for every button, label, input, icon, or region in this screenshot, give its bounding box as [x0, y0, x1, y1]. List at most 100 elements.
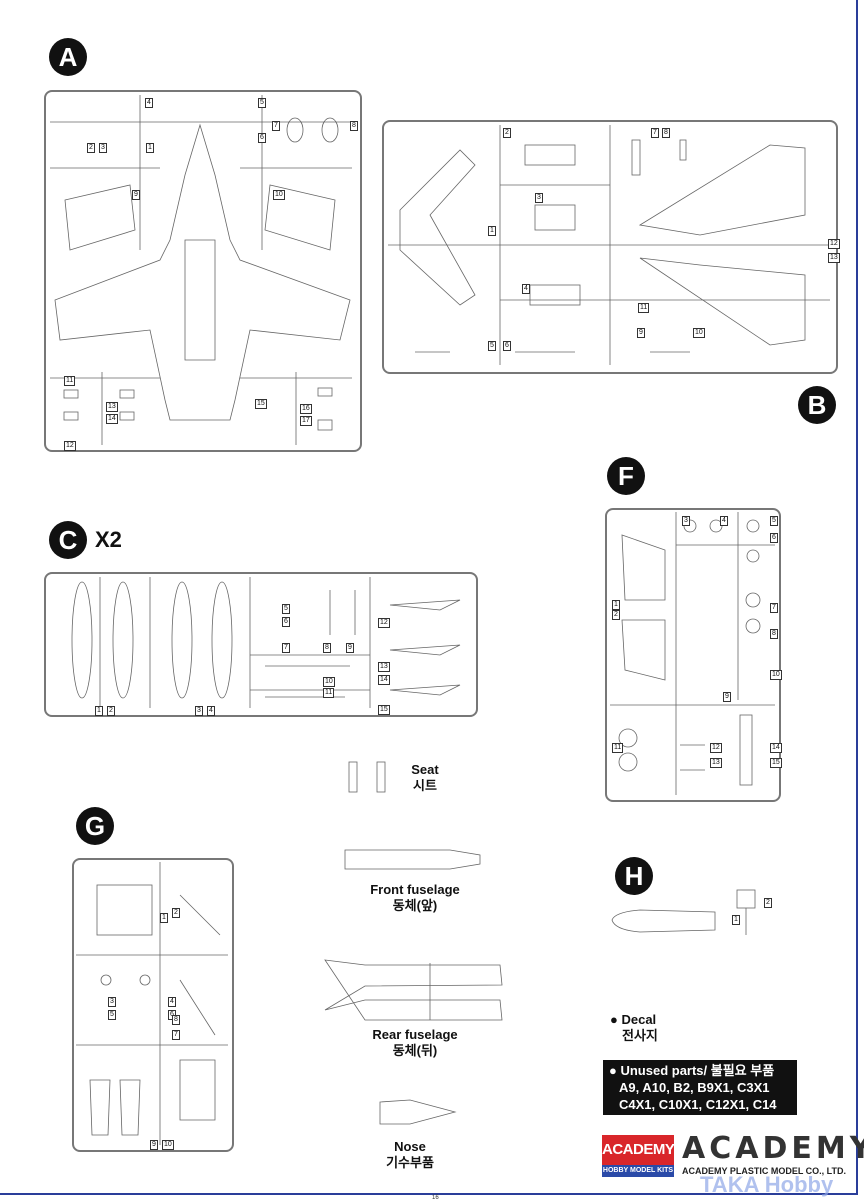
part-number-g-3: 3 — [108, 997, 116, 1007]
part-number-a-14: 14 — [106, 414, 118, 424]
sprue-a — [44, 90, 362, 452]
part-number-g-5: 5 — [108, 1010, 116, 1020]
part-number-c-5: 5 — [282, 604, 290, 614]
part-number-b-4: 4 — [522, 284, 530, 294]
part-number-c-11: 11 — [323, 688, 335, 698]
part-number-f-13: 13 — [710, 758, 722, 768]
part-number-a-10: 10 — [273, 190, 285, 200]
part-number-f-2: 2 — [612, 610, 620, 620]
rear-fuselage-label: Rear fuselage 동체(뒤) — [355, 1027, 475, 1059]
part-number-b-3: 3 — [535, 193, 543, 203]
part-number-a-6: 6 — [258, 133, 266, 143]
part-number-c-13: 13 — [378, 662, 390, 672]
sprue-g-badge: G — [76, 807, 114, 845]
part-number-g-7: 7 — [172, 1030, 180, 1040]
part-number-f-7: 7 — [770, 603, 778, 613]
part-number-a-4: 4 — [145, 98, 153, 108]
part-number-a-1: 1 — [146, 143, 154, 153]
part-number-b-9: 9 — [637, 328, 645, 338]
academy-wordmark-logo: ACADEMY ACADEMY PLASTIC MODEL CO., LTD. — [682, 1134, 864, 1177]
part-number-a-9: 9 — [132, 190, 140, 200]
part-number-g-8: 8 — [172, 1015, 180, 1025]
part-number-c-9: 9 — [346, 643, 354, 653]
part-number-b-10: 10 — [693, 328, 705, 338]
sprue-c-badge: C — [49, 521, 87, 559]
part-number-a-16: 16 — [300, 404, 312, 414]
academy-red-logo-text: ACADEMY — [602, 1135, 675, 1165]
part-number-b-7: 7 — [651, 128, 659, 138]
part-number-f-1: 1 — [612, 600, 620, 610]
part-number-b-8: 8 — [662, 128, 670, 138]
rear-fuselage-label-en: Rear fuselage — [372, 1027, 458, 1042]
part-number-c-15: 15 — [378, 705, 390, 715]
unused-parts-title: Unused parts/ 불필요 부품 — [620, 1063, 775, 1078]
sprue-g — [72, 858, 234, 1152]
page-frame-bottom — [0, 1193, 858, 1195]
part-number-f-15: 15 — [770, 758, 782, 768]
front-fuselage-label-ko: 동체(앞) — [392, 898, 438, 913]
part-number-c-6: 6 — [282, 617, 290, 627]
part-number-f-9: 9 — [723, 692, 731, 702]
part-number-f-11: 11 — [612, 743, 624, 753]
part-number-c-3: 3 — [195, 706, 203, 716]
front-fuselage-label-en: Front fuselage — [370, 882, 460, 897]
sprue-a-badge: A — [49, 38, 87, 76]
part-number-f-4: 4 — [720, 516, 728, 526]
part-number-b-12: 12 — [828, 239, 840, 249]
part-number-g-9: 9 — [150, 1140, 158, 1150]
academy-hobby-logo: ACADEMY HOBBY MODEL KITS — [602, 1135, 675, 1179]
sprue-h-badge: H — [615, 857, 653, 895]
sprue-c — [44, 572, 478, 717]
academy-wordmark: ACADEMY — [682, 1131, 864, 1166]
page-frame-right — [856, 0, 858, 1195]
part-number-f-14: 14 — [770, 743, 782, 753]
seat-label: Seat 시트 — [400, 762, 450, 794]
hobby-model-kits-text: HOBBY MODEL KITS — [602, 1165, 674, 1177]
front-fuselage-label: Front fuselage 동체(앞) — [355, 882, 475, 914]
part-number-f-8: 8 — [770, 629, 778, 639]
part-number-h-2: 2 — [764, 898, 772, 908]
part-number-c-2: 2 — [107, 706, 115, 716]
part-number-h-1: 1 — [732, 915, 740, 925]
part-number-a-3: 3 — [99, 143, 107, 153]
part-number-c-8: 8 — [323, 643, 331, 653]
part-number-g-1: 1 — [160, 913, 168, 923]
unused-parts-line-2: C4X1, C10X1, C12X1, C14 — [619, 1097, 777, 1112]
sprue-b-badge: B — [798, 386, 836, 424]
part-number-c-7: 7 — [282, 643, 290, 653]
decal-label: ● Decal 전사지 — [610, 1012, 658, 1043]
seat-label-ko: 시트 — [413, 778, 437, 793]
sprue-c-multiplier: X2 — [95, 527, 122, 552]
part-number-a-13: 13 — [106, 402, 118, 412]
part-number-a-11: 11 — [64, 376, 76, 386]
nose-label-ko: 기수부품 — [386, 1155, 434, 1170]
part-number-b-13: 13 — [828, 253, 840, 263]
sprue-f-badge: F — [607, 457, 645, 495]
part-number-a-2: 2 — [87, 143, 95, 153]
nose-label-en: Nose — [394, 1139, 426, 1154]
part-number-g-4: 4 — [168, 997, 176, 1007]
part-number-b-6: 6 — [503, 341, 511, 351]
part-number-g-2: 2 — [172, 908, 180, 918]
part-number-b-1: 1 — [488, 226, 496, 236]
page-number: 16 — [432, 1195, 439, 1201]
part-number-f-6: 6 — [770, 533, 778, 543]
nose-label: Nose 기수부품 — [375, 1139, 445, 1171]
part-number-a-17: 17 — [300, 416, 312, 426]
part-number-c-4: 4 — [207, 706, 215, 716]
part-number-a-8: 8 — [350, 121, 358, 131]
part-number-a-15: 15 — [255, 399, 267, 409]
watermark: TAKA Hobby — [700, 1172, 834, 1197]
unused-parts-box: ● Unused parts/ 불필요 부품 A9, A10, B2, B9X1… — [603, 1060, 797, 1115]
part-number-f-12: 12 — [710, 743, 722, 753]
part-number-b-5: 5 — [488, 341, 496, 351]
part-number-a-7: 7 — [272, 121, 280, 131]
part-number-c-14: 14 — [378, 675, 390, 685]
rear-fuselage-label-ko: 동체(뒤) — [392, 1043, 438, 1058]
decal-label-ko: 전사지 — [622, 1028, 658, 1043]
unused-parts-line-1: A9, A10, B2, B9X1, C3X1 — [619, 1080, 770, 1095]
part-number-f-5: 5 — [770, 516, 778, 526]
part-number-c-10: 10 — [323, 677, 335, 687]
part-number-g-10: 10 — [162, 1140, 174, 1150]
